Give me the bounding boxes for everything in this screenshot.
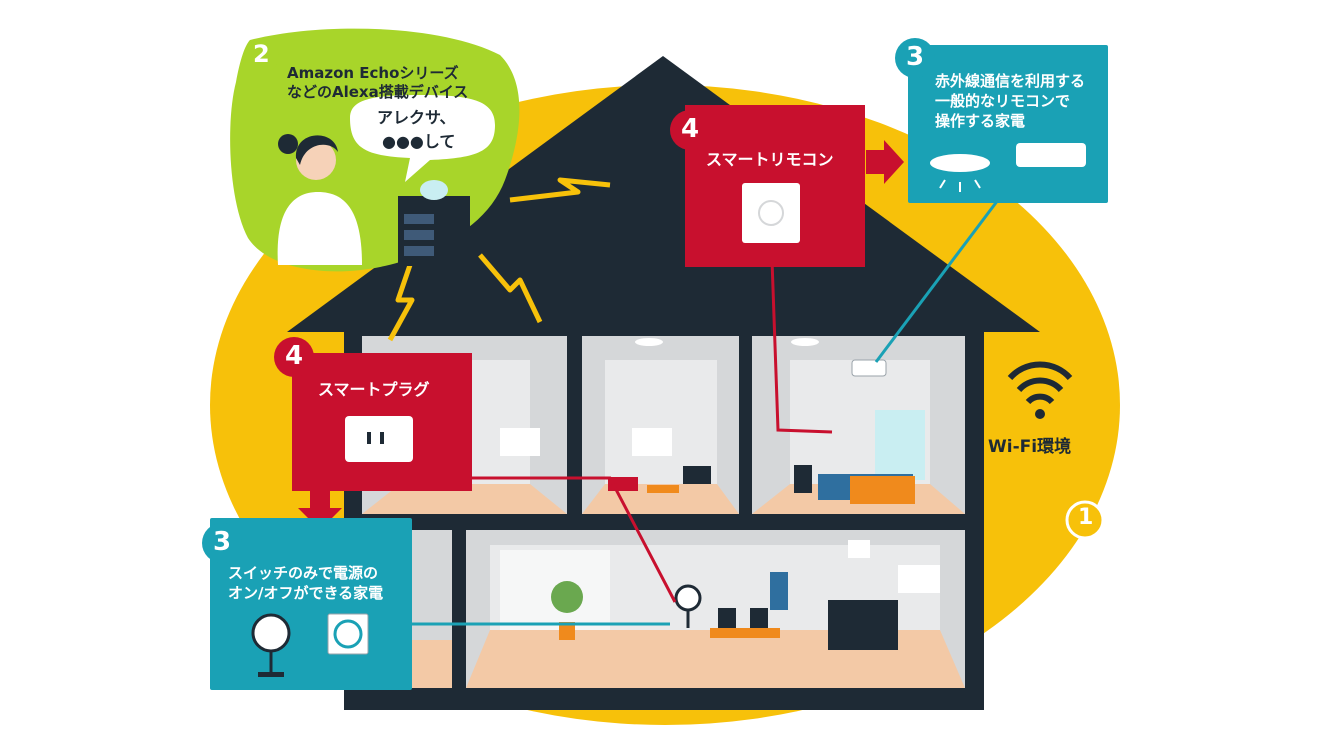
- sofa: [828, 600, 898, 650]
- smart-remote-title: スマートリモコン: [706, 150, 834, 169]
- plug-slot: [380, 432, 384, 444]
- fan-icon: [674, 584, 702, 612]
- woman-bun: [278, 134, 298, 154]
- drawer: [404, 246, 434, 256]
- light-ray: [974, 179, 981, 189]
- smart-remote-icon: [742, 183, 800, 243]
- ir-appliances-line2: 一般的なリモコンで: [935, 92, 1071, 110]
- chair: [718, 608, 736, 628]
- table: [710, 628, 780, 638]
- floor: [582, 484, 739, 514]
- switch-appliances-line1: スイッチのみで電源の: [228, 564, 379, 582]
- smart-remote-cable: [770, 259, 833, 434]
- vent-fan-blades: [333, 619, 363, 649]
- wifi-number: 1: [1078, 505, 1094, 530]
- fan-base: [258, 672, 284, 677]
- wifi-label: Wi-Fi環境: [988, 437, 1072, 457]
- ir-appliances-line3: 操作する家電: [935, 112, 1026, 130]
- back-wall: [605, 360, 717, 484]
- arrow-right-icon: [866, 140, 904, 184]
- speech-line1: アレクサ、: [377, 108, 456, 127]
- smart-plug-title: スマートプラグ: [318, 380, 430, 399]
- smart-plug-cable: [470, 476, 677, 603]
- ir-appliances-line1: 赤外線通信を利用する: [935, 72, 1086, 90]
- lightning-icon: [509, 177, 611, 203]
- callout-number-circle: [670, 110, 710, 150]
- switch-appliances-number: 3: [213, 527, 232, 557]
- smart-plug-number: 4: [285, 341, 304, 371]
- callout-number-circle: [202, 523, 242, 563]
- water-dispenser: [770, 572, 788, 610]
- remote-button: [758, 200, 784, 226]
- chair: [750, 608, 768, 628]
- bed-frame: [850, 476, 915, 504]
- wifi-icon: [1007, 361, 1073, 419]
- drawer: [404, 214, 434, 224]
- window: [500, 428, 540, 456]
- alexa-callout-line1: Amazon Echoシリーズ: [287, 64, 459, 82]
- speech-line2: ●●●して: [382, 132, 456, 151]
- air-conditioner-icon: [851, 359, 887, 377]
- woman-hair: [295, 135, 338, 165]
- ceiling-light-icon: [791, 338, 819, 346]
- callout-number-circle: [895, 38, 935, 78]
- callout-number-circle: [1065, 500, 1105, 540]
- floor: [362, 484, 567, 514]
- ir-link-line: [874, 199, 1000, 363]
- smart-plug-icon: [345, 416, 413, 462]
- alexa-callout-number: 2: [253, 40, 270, 68]
- plug-slot: [367, 432, 371, 444]
- ceiling-light-icon: [930, 154, 990, 172]
- ir-appliances-number: 3: [906, 42, 925, 72]
- table: [647, 485, 679, 493]
- alexa-callout-line2: などのAlexa搭載デバイス: [287, 83, 469, 101]
- callout-number-circle: [274, 337, 314, 377]
- nightstand: [794, 465, 812, 493]
- drawer: [404, 230, 434, 240]
- smart-remote-number: 4: [681, 114, 700, 144]
- plant-pot: [559, 622, 575, 640]
- air-conditioner-icon: [1016, 143, 1086, 167]
- speech-bubble: [350, 95, 495, 182]
- ceiling-light-icon: [635, 338, 663, 346]
- fan-icon: [251, 613, 291, 653]
- window: [632, 428, 672, 456]
- tv: [683, 466, 711, 484]
- callout-number-circle: [245, 39, 279, 73]
- smart-speaker-icon: [420, 180, 448, 200]
- plant: [551, 581, 583, 613]
- lightning-icon: [387, 264, 415, 342]
- light-ray: [939, 179, 946, 189]
- lightning-icon: [478, 253, 543, 324]
- arrow-down-icon: [298, 491, 342, 530]
- window: [898, 565, 940, 593]
- window: [875, 410, 925, 480]
- window: [848, 540, 870, 558]
- woman-body: [277, 192, 362, 265]
- switch-appliances-line2: オン/オフができる家電: [228, 584, 384, 602]
